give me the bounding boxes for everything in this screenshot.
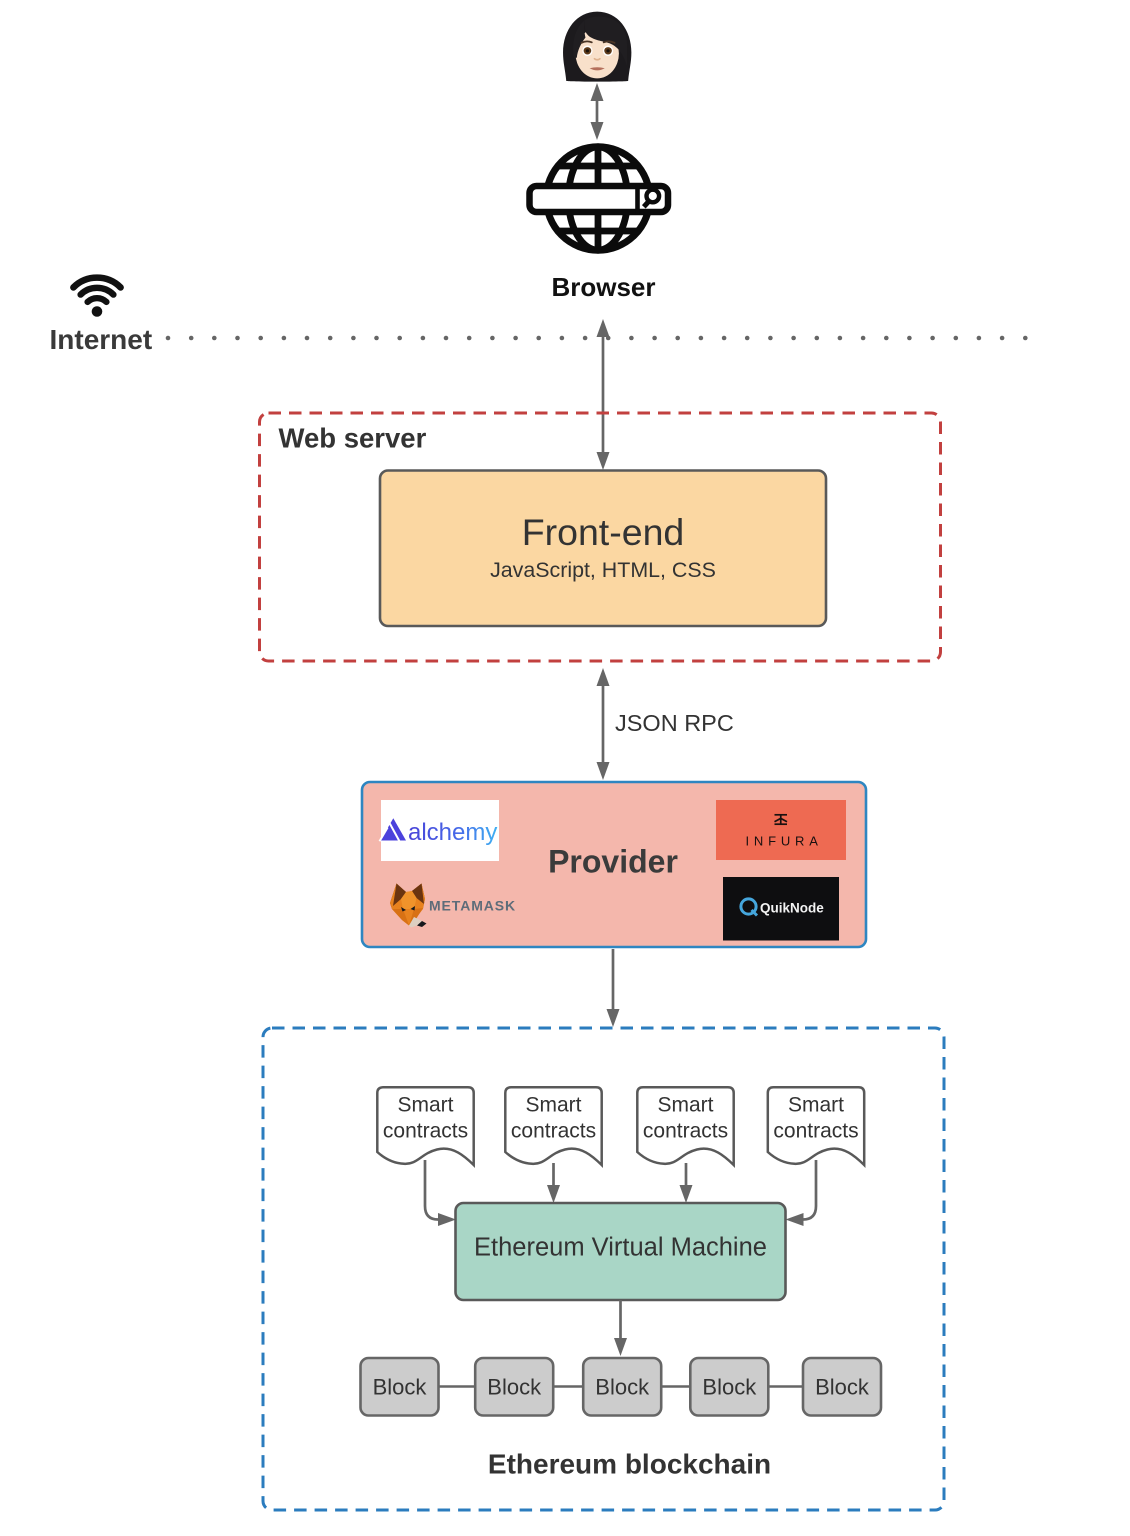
svg-text:alchemy: alchemy [408,819,497,846]
svg-text:Block: Block [595,1375,650,1400]
svg-text:QuikNode: QuikNode [760,901,824,916]
svg-text:contracts: contracts [643,1119,728,1142]
svg-text:contracts: contracts [383,1119,468,1142]
svg-text:Smart: Smart [397,1093,453,1116]
svg-text:Internet: Internet [50,324,153,355]
svg-text:Block: Block [702,1375,757,1400]
svg-text:INFURA: INFURA [746,834,823,849]
svg-text:Smart: Smart [788,1093,844,1116]
svg-text:Front-end: Front-end [522,511,685,553]
svg-text:Web server: Web server [279,423,427,454]
svg-text:Block: Block [487,1375,542,1400]
svg-text:Provider: Provider [548,844,678,880]
svg-text:contracts: contracts [773,1119,858,1142]
svg-text:METAMASK: METAMASK [429,898,516,914]
svg-text:Smart: Smart [525,1093,581,1116]
svg-text:Block: Block [815,1375,870,1400]
svg-text:Block: Block [373,1375,428,1400]
svg-text:Smart: Smart [657,1093,713,1116]
svg-text:JavaScript, HTML, CSS: JavaScript, HTML, CSS [490,558,716,582]
svg-text:Ethereum Virtual Machine: Ethereum Virtual Machine [474,1234,767,1262]
svg-text:Browser: Browser [551,272,655,302]
svg-text:contracts: contracts [511,1119,596,1142]
svg-text:JSON RPC: JSON RPC [615,710,734,736]
svg-text:Ethereum blockchain: Ethereum blockchain [488,1449,771,1480]
